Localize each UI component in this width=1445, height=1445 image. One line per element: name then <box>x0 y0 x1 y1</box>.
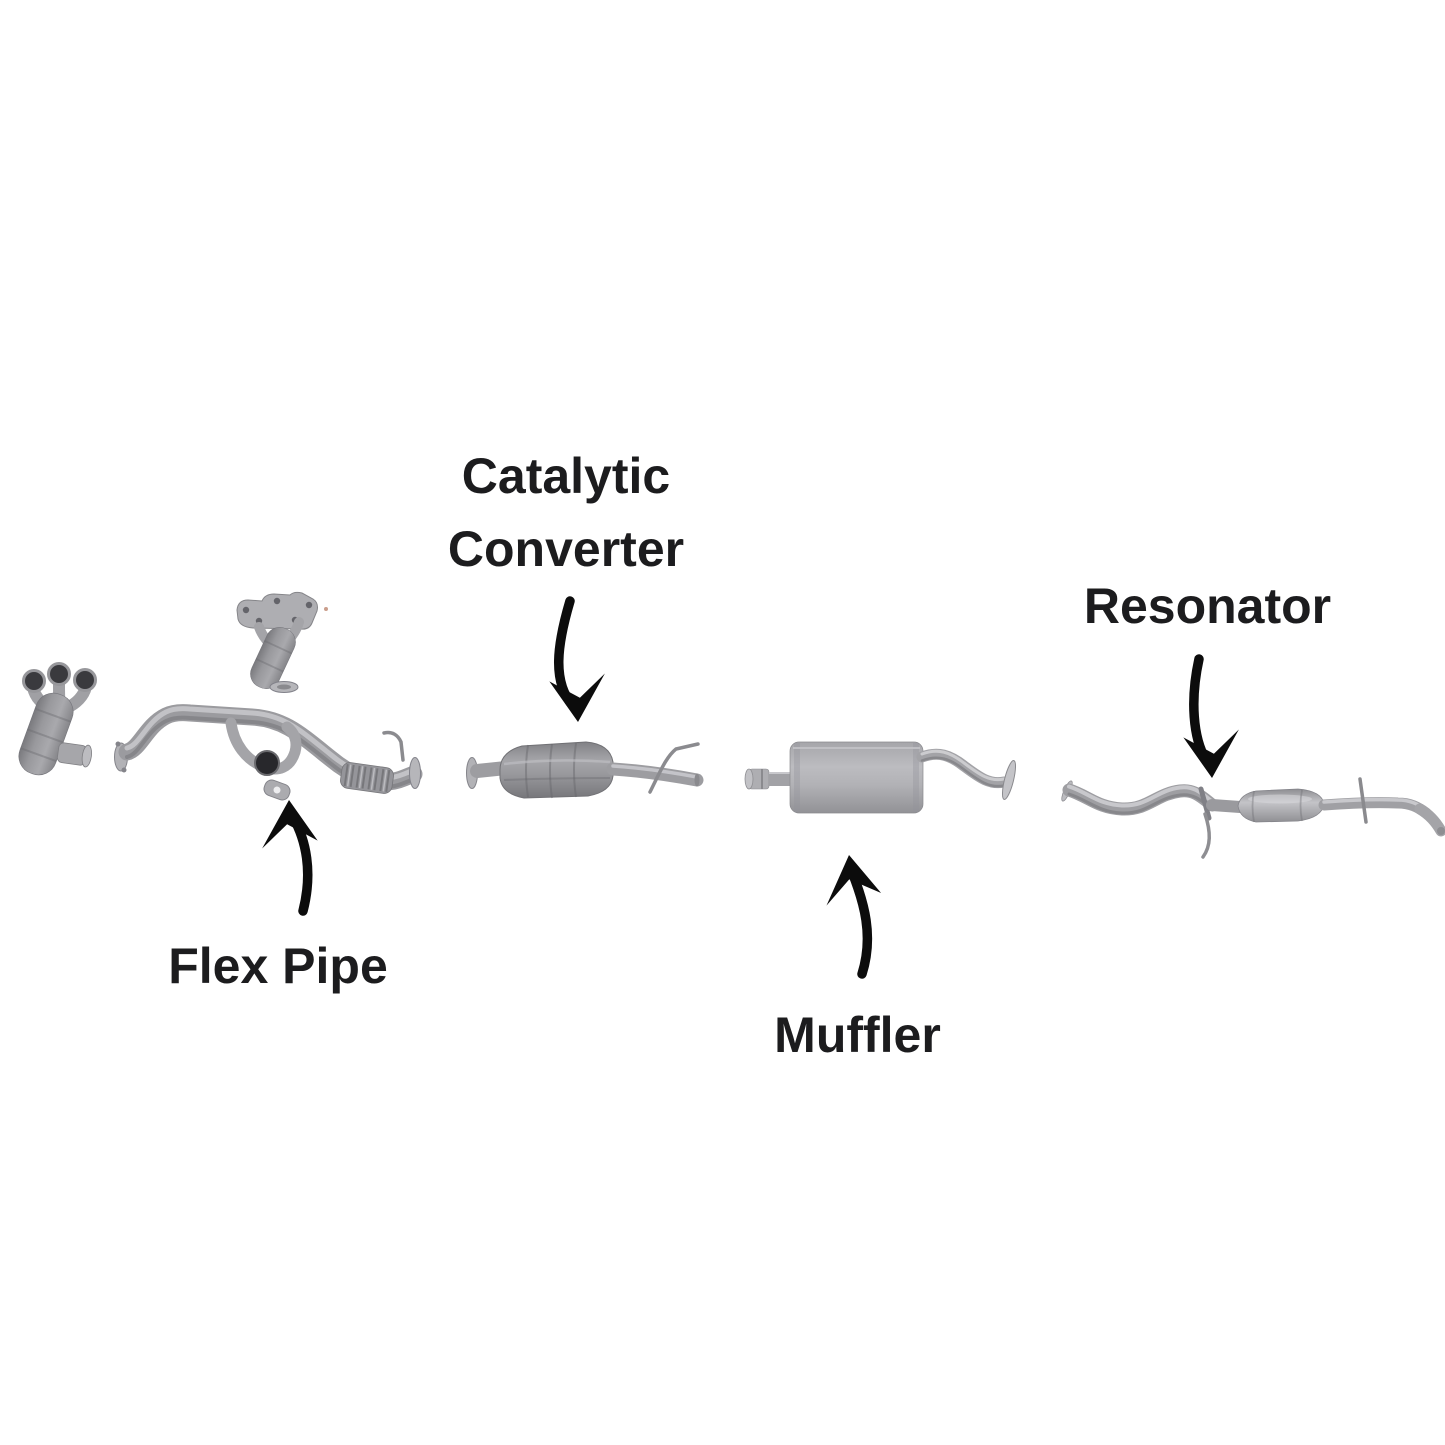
hanger-rod <box>1201 812 1211 859</box>
manifold-outlet-hole <box>277 684 291 690</box>
resonator-label: Resonator <box>1083 578 1332 634</box>
hanger-rod <box>382 730 405 762</box>
manifold-port <box>22 669 46 693</box>
oxygen-sensor-port <box>254 750 280 776</box>
connector-cap <box>744 768 754 790</box>
catalytic-converter <box>466 741 704 799</box>
outlet-pipe-highlight <box>920 749 1006 782</box>
resonator-highlight <box>1248 794 1312 804</box>
cat-shell-seam <box>503 777 611 781</box>
resonator-body <box>1237 788 1325 823</box>
hanger-rod <box>648 742 700 794</box>
exhaust-manifold-with-cat <box>18 662 97 776</box>
muffler-inlet-pipe <box>769 772 791 786</box>
hanger-pin <box>1358 777 1368 824</box>
muffler-outlet-pipe <box>916 748 1010 789</box>
tailpipe-end <box>1437 827 1445 835</box>
tailpipe-tip <box>1414 803 1445 837</box>
outlet-pipe-shadow <box>920 756 1006 788</box>
bolt-hole <box>115 741 121 747</box>
cat-outlet-pipe <box>606 762 704 787</box>
muffler-body <box>789 741 924 814</box>
resonator-connector-pipe <box>1206 799 1246 813</box>
front-pipe-y-branch <box>225 717 302 775</box>
manifold-port <box>47 662 71 686</box>
resonator-inlet-pipe <box>1062 783 1219 816</box>
catalytic-converter-label: Catalytic Converter <box>401 440 731 586</box>
resonator-arrow <box>1183 654 1243 781</box>
manifold-canister <box>250 627 296 689</box>
pipe-clamp <box>1198 786 1212 821</box>
cat-pipe-end <box>694 773 700 787</box>
manifold-outlet <box>56 742 92 768</box>
catalytic-converter-arrow <box>549 596 609 725</box>
flex-pipe-label: Flex Pipe <box>168 938 388 994</box>
bolt-hole <box>305 601 313 609</box>
inlet-pipe-highlight <box>1067 784 1214 808</box>
muffler-label: Muffler <box>774 1007 941 1063</box>
inlet-pipe-shadow <box>1067 792 1214 815</box>
muffler-outlet-flange <box>1001 760 1017 800</box>
bolt-hole <box>121 767 127 773</box>
resonator-seams <box>1251 789 1303 823</box>
flex-pipe-arrow <box>258 797 318 916</box>
tailpipe <box>1318 797 1432 819</box>
manifold-cat-canister <box>18 692 74 776</box>
cat-shell-highlight <box>503 759 611 766</box>
muffler <box>744 741 1017 814</box>
catalytic-converter-label-line1: Catalytic <box>461 448 671 504</box>
manifold-port <box>73 668 97 692</box>
cat-outlet-highlight <box>611 764 699 779</box>
cat-shell-ridges <box>525 742 577 799</box>
speck-artifact <box>324 607 328 611</box>
bolt-hole <box>242 606 250 614</box>
exhaust-manifold <box>236 591 328 693</box>
resonator-with-tailpipe <box>1061 777 1445 859</box>
catalytic-converter-label-line2: Converter <box>447 521 685 577</box>
front-pipe-with-flex-section <box>114 704 423 801</box>
front-pipe-bracket-tab <box>263 779 291 801</box>
annotation-arrows <box>258 596 1243 979</box>
bolt-hole <box>273 597 281 605</box>
cat-body-shell <box>499 741 614 799</box>
flex-braid-section <box>340 762 394 794</box>
muffler-arrow <box>818 850 882 979</box>
front-pipe-outlet-flange <box>409 757 421 789</box>
